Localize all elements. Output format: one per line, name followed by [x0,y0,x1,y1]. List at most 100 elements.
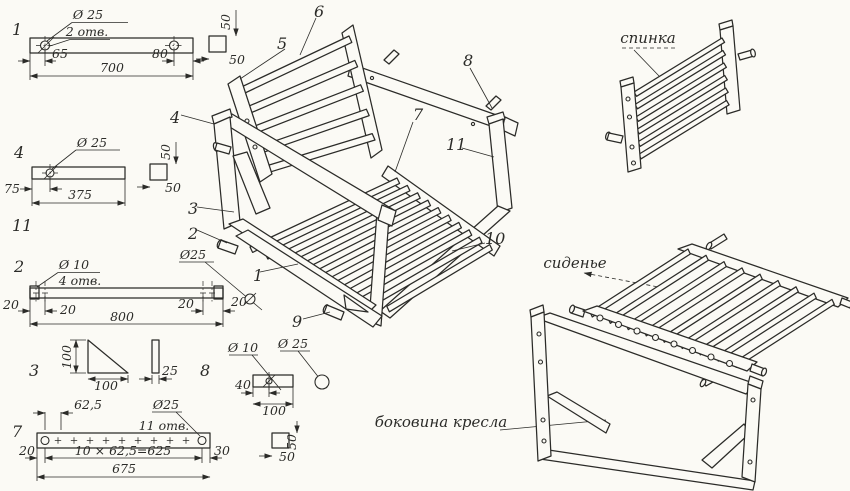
seat-detail-slat [733,298,835,369]
part-3-drawing: 3 100 100 25 [29,339,178,393]
backrest-right-stile-detail [719,25,741,115]
backrest-left-stile-detail [620,82,642,173]
assembly-drawing: 1 2 3 4 5 6 7 8 9 10 11 [169,2,519,331]
part4-dim-75: 75 [4,181,20,196]
seat-rail-hole [670,340,678,348]
dowel-dia-label: Ø25 [179,247,206,262]
diagonal-brace [232,151,271,215]
hole-center-mark [70,437,78,444]
part4-section-w: 50 [165,180,181,195]
part4-section [149,163,168,181]
seat-rail-hole [633,327,641,335]
part8-dim-40: 40 [234,377,251,392]
seat-detail-slat [697,286,799,356]
part2-dim-20b: 20 [59,302,76,317]
corner-gusset [343,294,369,313]
backrest-view: спинка [604,19,756,173]
side-panel-left-post [530,311,552,462]
hole-center-mark [182,437,190,444]
seat-detail-slat [661,273,763,343]
part3-side-view [151,339,160,374]
callout-2: 2 [187,224,198,243]
part1-section-w: 50 [229,52,245,67]
part-4-number: 4 [13,143,24,162]
seat-view: сиденье [543,233,850,377]
seat-detail-slat [679,279,781,350]
part2-dim-20a: 20 [2,297,19,312]
seat-rail-hole [596,314,604,322]
part7-hole-dia: Ø25 [152,397,179,412]
part1-dim-700: 700 [100,60,124,75]
part8-bar [252,374,294,388]
part7-dim-30: 30 [214,443,230,458]
hole-center-mark [134,437,142,444]
seat-slat [386,243,493,313]
part4-section-h: 50 [158,144,173,160]
hole-center-mark [118,437,126,444]
part7-section [271,432,290,449]
callout-6: 6 [314,2,324,21]
part7-holes-note: 11 отв. [139,418,190,433]
seat-rail-hole [651,333,660,342]
part4-hole-dia: Ø 25 [76,135,107,150]
part-3-number: 3 [29,361,39,380]
side-panel-view: боковина кресла [375,304,764,491]
part7-dim-20: 20 [18,443,35,458]
part7-section-h: 50 [284,434,299,450]
seat-rail-hole [725,359,734,368]
part8-dim-100: 100 [262,403,286,418]
right-rear-post [488,118,513,214]
part4-dim-375: 375 [68,187,92,202]
part2-hole-dia: Ø 10 [58,257,89,272]
part3-dim-100v: 100 [59,345,74,369]
seat-rail-hole [688,346,697,355]
part1-section [208,35,227,53]
seat-detail-slat [643,267,745,337]
seat-view-label: сиденье [543,254,606,272]
part7-pitch: 10 × 62,5=625 [75,443,172,458]
seat-rear-rail-detail [677,243,849,308]
part2-dim-20c: 20 [177,296,194,311]
post-dowel [214,142,232,155]
backrest-detail-slat [633,37,726,97]
part-2-drawing: 2 Ø 10 4 отв. 20 20 20 20 800 [2,257,247,327]
part-1-drawing: 1 Ø 25 2 отв. 65 80 700 50 50 [12,7,245,80]
callout-11: 11 [446,135,466,154]
part8-dowel-dia: Ø 25 [277,336,308,351]
frame-dowel-9 [323,304,345,321]
seat-rail-hole [614,320,623,329]
part-7-drawing: 7 62,5 Ø25 11 отв. 20 10 × 62,5=625 30 6… [12,397,300,481]
part3-dim-25: 25 [161,363,178,378]
side-panel-brace-left [546,391,611,434]
part-8-number: 8 [200,361,210,380]
part3-dim-100h: 100 [94,378,118,393]
part1-section-h: 50 [218,14,233,30]
part7-section-w: 50 [279,449,295,464]
callout-8: 8 [463,51,473,70]
dowel-dia-callout: Ø25 [179,247,263,311]
frame-dowel-2 [217,239,239,255]
hole-center-mark [54,437,62,444]
callout-10: 10 [485,229,505,248]
part2-bar [29,287,224,299]
callout-5: 5 [277,34,287,53]
callout-9: 9 [292,312,302,331]
part-2-number: 2 [13,257,24,276]
part-11-number: 11 [12,216,32,235]
hole-center-mark [102,437,110,444]
part1-holes-note: 2 отв. [65,24,109,39]
seat-detail-slat [607,254,709,324]
backrest-view-label: спинка [620,29,676,47]
part3-triangle [87,339,129,374]
part2-holes-note: 4 отв. [58,273,102,288]
hole-center-mark [86,437,94,444]
seat-detail-slat [589,248,691,318]
side-panel-right-post [741,383,762,483]
hole-center-mark [166,437,174,444]
seat-detail-slat [715,292,817,362]
part4-bar [31,166,126,180]
callout-leaders [180,17,495,320]
part7-dim-675: 675 [112,461,136,476]
part8-dowel-end-view [314,374,330,390]
